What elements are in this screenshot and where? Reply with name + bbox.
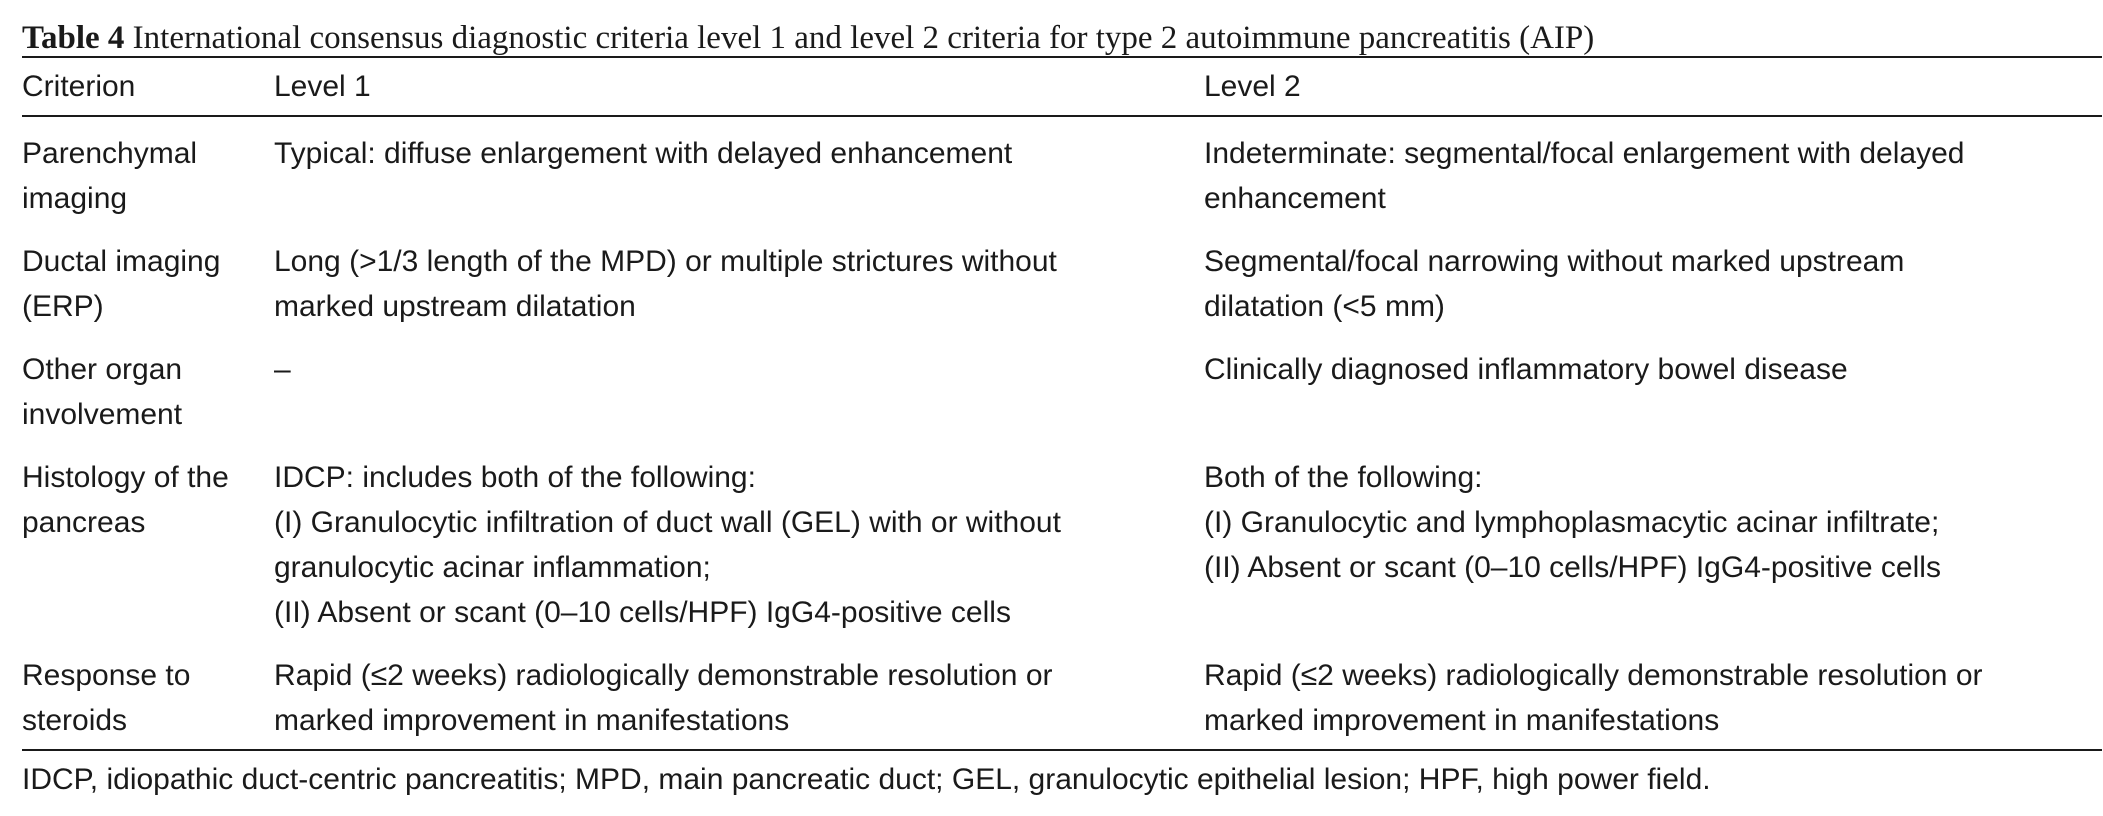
header-level-2: Level 2 bbox=[1204, 58, 2102, 117]
caption-text: International consensus diagnostic crite… bbox=[132, 20, 1595, 56]
table-top-rule bbox=[22, 56, 2102, 58]
level-2-cell: Both of the following: (I) Granulocytic … bbox=[1204, 461, 1941, 584]
table-row: Other organ involvement – Clinically dia… bbox=[22, 335, 2102, 443]
level-2-cell: Rapid (≤2 weeks) radiologically demonstr… bbox=[1204, 659, 1983, 737]
caption-label: Table 4 bbox=[22, 20, 125, 56]
criterion-cell: Other organ involvement bbox=[22, 353, 183, 431]
table-row: Histology of the pancreas IDCP: includes… bbox=[22, 443, 2102, 641]
level-1-cell: – bbox=[274, 353, 291, 386]
criterion-cell: Ductal imaging (ERP) bbox=[22, 245, 221, 323]
table-caption: Table 4 International consensus diagnost… bbox=[22, 0, 2102, 56]
criterion-cell: Response to steroids bbox=[22, 659, 191, 737]
criterion-cell: Histology of the pancreas bbox=[22, 461, 229, 539]
table-footnote: IDCP, idiopathic duct-centric pancreatit… bbox=[22, 763, 1711, 796]
level-1-cell: IDCP: includes both of the following: (I… bbox=[274, 461, 1061, 629]
level-2-cell: Clinically diagnosed inflammatory bowel … bbox=[1204, 353, 1848, 386]
header-level-1: Level 1 bbox=[274, 58, 1204, 117]
level-1-cell: Rapid (≤2 weeks) radiologically demonstr… bbox=[274, 659, 1053, 737]
table-row: Ductal imaging (ERP) Long (>1/3 length o… bbox=[22, 227, 2102, 335]
level-2-cell: Segmental/focal narrowing without marked… bbox=[1204, 245, 1905, 323]
table-row: Response to steroids Rapid (≤2 weeks) ra… bbox=[22, 641, 2102, 749]
level-2-cell: Indeterminate: segmental/focal enlargeme… bbox=[1204, 137, 1965, 215]
header-criterion: Criterion bbox=[22, 58, 274, 117]
table-row: Parenchymal imaging Typical: diffuse enl… bbox=[22, 116, 2102, 227]
table-header-row: Criterion Level 1 Level 2 bbox=[22, 58, 2102, 117]
level-1-cell: Long (>1/3 length of the MPD) or multipl… bbox=[274, 245, 1057, 323]
level-1-cell: Typical: diffuse enlargement with delaye… bbox=[274, 137, 1013, 170]
criteria-table: Criterion Level 1 Level 2 Parenchymal im… bbox=[22, 58, 2102, 749]
table-bottom-rule bbox=[22, 749, 2102, 751]
document: Table 4 International consensus diagnost… bbox=[22, 0, 2102, 802]
criterion-cell: Parenchymal imaging bbox=[22, 137, 198, 215]
